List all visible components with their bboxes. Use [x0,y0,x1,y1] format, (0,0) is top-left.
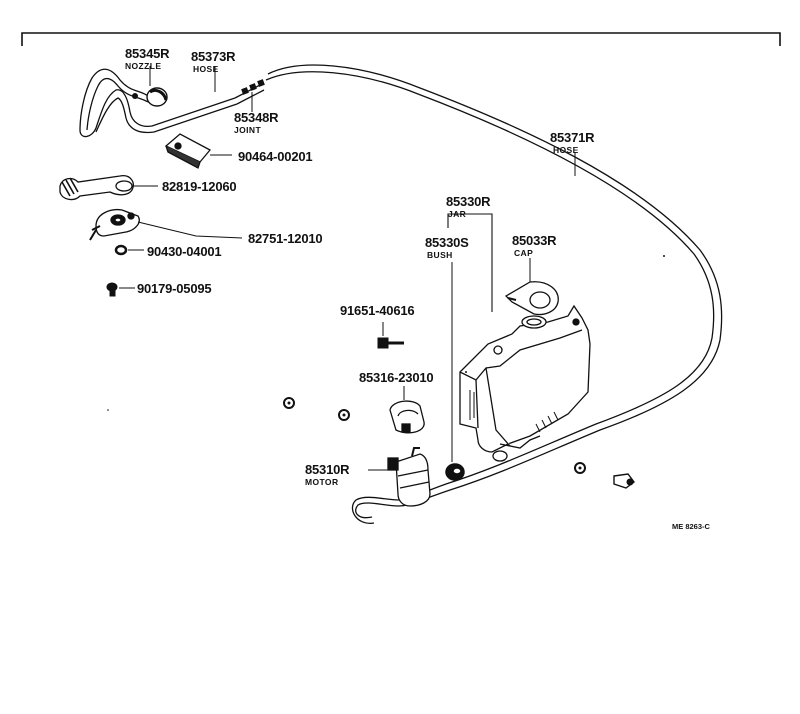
screw-90179 [106,282,118,297]
leader-82751 [137,221,243,239]
frame-bracket [21,32,781,46]
label-82819: 82819-12060 [162,179,237,194]
washer-jar-85330R [459,304,591,462]
pivot-82751 [89,208,140,241]
nozzle-tip [132,93,138,99]
pump-motor-85310R [387,447,431,507]
specks [107,255,665,411]
bracket-85330R [447,213,493,312]
label-90464: 90464-00201 [238,149,313,164]
label-90430: 90430-04001 [147,244,222,259]
nut-90430 [114,244,128,256]
bolt-91651 [377,337,404,349]
label-85330S-partno: 85330S [425,235,469,250]
bush-85330S [445,463,465,481]
label-82751: 82751-12010 [248,231,323,246]
grommet-mid [338,409,350,421]
jar-hatching [469,390,559,433]
label-91651: 91651-40616 [340,303,415,318]
label-85345R-partno: 85345R [125,46,170,61]
reference-code: ME 8263-C [672,522,710,531]
label-85033R-partno: 85033R [512,233,557,248]
joint-85348R [241,79,265,95]
label-85373R-name: HOSE [193,64,219,74]
label-85371R-partno: 85371R [550,130,595,145]
label-90179: 90179-05095 [137,281,212,296]
clamp-85316 [389,400,425,434]
grommet-left [283,397,295,409]
label-85371R-name: HOSE [553,145,579,155]
label-85310R-name: MOTOR [305,477,339,487]
grommet-right [574,462,586,474]
label-85033R-name: CAP [514,248,534,258]
label-85330S-name: BUSH [427,250,453,260]
label-85348R-partno: 85348R [234,110,279,125]
nozzle-shading [149,88,168,101]
label-85310R-partno: 85310R [305,462,350,477]
label-85348R-name: JOINT [234,125,262,135]
bolt-right [613,473,635,489]
label-85373R-partno: 85373R [191,49,236,64]
label-85316: 85316-23010 [359,370,434,385]
cap-85033R [504,281,559,316]
label-85345R-name: NOZZLE [125,61,162,71]
label-85330R-partno: 85330R [446,194,491,209]
clip-90464 [164,133,212,169]
main-hose-85371R [265,64,723,524]
arm-82819 [59,175,134,201]
label-85330R-name: JAR [448,209,467,219]
